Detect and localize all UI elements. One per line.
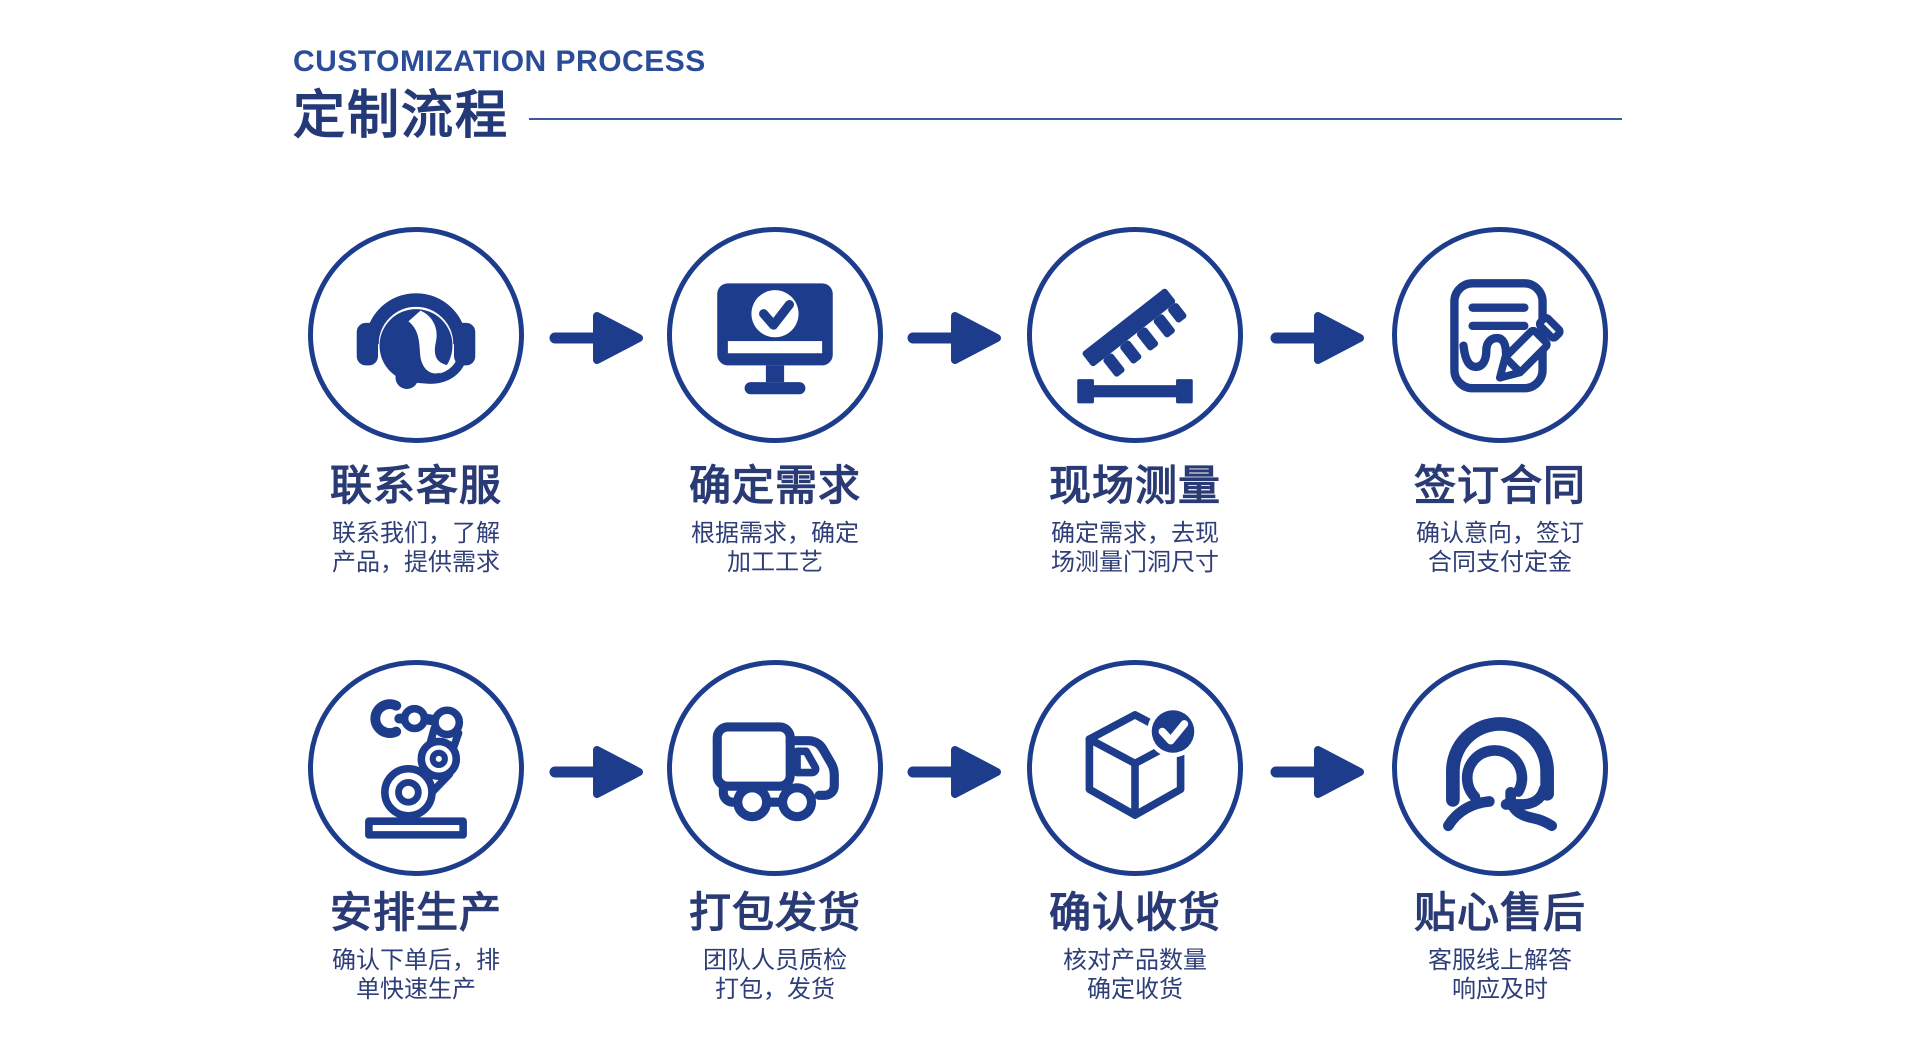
step-desc-line: 确定需求，去现 xyxy=(1051,520,1219,547)
step-desc-line: 打包，发货 xyxy=(715,976,835,1003)
divider-line xyxy=(529,118,1622,120)
step-title: 安排生产 xyxy=(329,889,502,936)
section-header: CUSTOMIZATION PROCESS 定制流程 xyxy=(293,45,1622,145)
step-desc-line: 加工工艺 xyxy=(727,549,823,576)
step-confirm-receipt: 确认收货 核对产品数量 确定收货 xyxy=(985,660,1285,1004)
step-description: 核对产品数量 确定收货 xyxy=(985,946,1285,1004)
arrow-right-icon xyxy=(1270,746,1364,798)
step-desc-line: 场测量门洞尺寸 xyxy=(1051,549,1219,576)
step-confirm-requirements: 确定需求 根据需求，确定 加工工艺 xyxy=(625,227,925,577)
section-title: 定制流程 xyxy=(293,87,510,145)
ruler-measure-icon xyxy=(1027,227,1243,443)
step-description: 团队人员质检 打包，发货 xyxy=(625,946,925,1004)
step-desc-line: 确定收货 xyxy=(1087,976,1183,1003)
arrow-right-icon xyxy=(549,746,643,798)
customer-service-icon xyxy=(308,227,524,443)
step-title: 贴心售后 xyxy=(1413,889,1586,936)
step-title: 确认收货 xyxy=(1048,889,1221,936)
step-description: 确定需求，去现 场测量门洞尺寸 xyxy=(985,519,1285,577)
after-sales-icon xyxy=(1392,660,1608,876)
step-desc-line: 单快速生产 xyxy=(356,976,476,1003)
step-desc-line: 响应及时 xyxy=(1452,976,1548,1003)
step-desc-line: 核对产品数量 xyxy=(1063,947,1207,974)
monitor-check-icon xyxy=(667,227,883,443)
step-description: 根据需求，确定 加工工艺 xyxy=(625,519,925,577)
step-title: 联系客服 xyxy=(329,462,502,509)
box-check-icon xyxy=(1027,660,1243,876)
step-desc-line: 合同支付定金 xyxy=(1428,549,1572,576)
arrow-right-icon xyxy=(907,746,1001,798)
robot-arm-icon xyxy=(308,660,524,876)
step-desc-line: 根据需求，确定 xyxy=(691,520,859,547)
step-desc-line: 确认意向，签订 xyxy=(1416,520,1584,547)
step-title: 签订合同 xyxy=(1413,462,1586,509)
arrow-right-icon xyxy=(1270,312,1364,364)
contract-sign-icon xyxy=(1392,227,1608,443)
step-desc-line: 联系我们，了解 xyxy=(332,520,500,547)
step-description: 联系我们，了解 产品，提供需求 xyxy=(266,519,566,577)
step-desc-line: 团队人员质检 xyxy=(703,947,847,974)
step-after-sales: 贴心售后 客服线上解答 响应及时 xyxy=(1350,660,1650,1004)
arrow-right-icon xyxy=(549,312,643,364)
section-subtitle: CUSTOMIZATION PROCESS xyxy=(293,45,706,78)
arrow-right-icon xyxy=(907,312,1001,364)
step-pack-ship: 打包发货 团队人员质检 打包，发货 xyxy=(625,660,925,1004)
step-title: 打包发货 xyxy=(688,889,861,936)
step-arrange-production: 安排生产 确认下单后，排 单快速生产 xyxy=(266,660,566,1004)
step-description: 确认下单后，排 单快速生产 xyxy=(266,946,566,1004)
step-desc-line: 产品，提供需求 xyxy=(332,549,500,576)
step-desc-line: 确认下单后，排 xyxy=(332,947,500,974)
step-desc-line: 客服线上解答 xyxy=(1428,947,1572,974)
step-description: 确认意向，签订 合同支付定金 xyxy=(1350,519,1650,577)
step-sign-contract: 签订合同 确认意向，签订 合同支付定金 xyxy=(1350,227,1650,577)
step-title: 确定需求 xyxy=(688,462,861,509)
step-contact-service: 联系客服 联系我们，了解 产品，提供需求 xyxy=(266,227,566,577)
step-description: 客服线上解答 响应及时 xyxy=(1350,946,1650,1004)
step-title: 现场测量 xyxy=(1048,462,1221,509)
step-site-measurement: 现场测量 确定需求，去现 场测量门洞尺寸 xyxy=(985,227,1285,577)
delivery-truck-icon xyxy=(667,660,883,876)
